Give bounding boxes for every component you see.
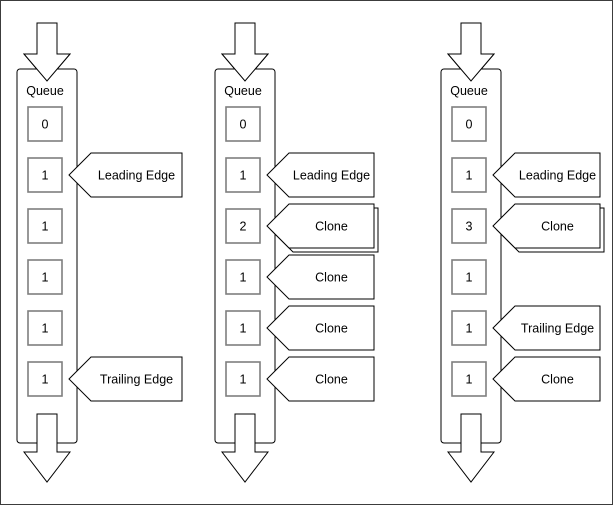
callout-trailing-edge[interactable] <box>492 305 601 351</box>
outflow-arrow-icon <box>220 413 270 483</box>
callout-label: Leading Edge <box>98 169 175 183</box>
queue-cell[interactable] <box>451 361 487 397</box>
queue-cell-value: 1 <box>466 373 473 387</box>
callout-clone[interactable] <box>266 305 375 351</box>
queue-cell[interactable] <box>451 310 487 346</box>
queue-cell[interactable] <box>225 361 261 397</box>
callout-label: Clone <box>315 373 348 387</box>
queue-cell[interactable] <box>451 106 487 142</box>
callout-label: Clone <box>315 220 348 234</box>
outflow-arrow-icon <box>22 413 72 483</box>
queue-cell-value: 0 <box>466 118 473 132</box>
queue-cell[interactable] <box>225 208 261 244</box>
queue-cell-value: 1 <box>42 169 49 183</box>
callout-label: Leading Edge <box>519 169 596 183</box>
queue-cell-value: 1 <box>240 373 247 387</box>
callout-label: Leading Edge <box>293 169 370 183</box>
queue-cell-value: 1 <box>240 169 247 183</box>
queue-cell-value: 1 <box>240 322 247 336</box>
callout-label: Clone <box>541 220 574 234</box>
callout-leading-edge[interactable] <box>266 152 375 198</box>
queue-cell-value: 1 <box>466 322 473 336</box>
queue-cell[interactable] <box>451 157 487 193</box>
queue-cell[interactable] <box>451 259 487 295</box>
callout-clone[interactable] <box>266 203 375 249</box>
callout-clone[interactable] <box>492 203 601 249</box>
queue-cell[interactable] <box>27 106 63 142</box>
queue-cell-value: 1 <box>42 271 49 285</box>
queue-cell-value: 1 <box>466 169 473 183</box>
queue-cell[interactable] <box>225 259 261 295</box>
callout-leading-edge[interactable] <box>492 152 601 198</box>
queue-cell-value: 0 <box>240 118 247 132</box>
queue-cell-value: 1 <box>240 271 247 285</box>
callout-label: Trailing Edge <box>521 322 594 336</box>
callout-trailing-edge[interactable] <box>68 356 183 402</box>
callout-label: Clone <box>315 322 348 336</box>
callout-label: Clone <box>315 271 348 285</box>
callout-clone[interactable] <box>492 356 601 402</box>
queue-cell-value: 1 <box>42 373 49 387</box>
queue-cell-value: 1 <box>42 322 49 336</box>
callout-clone[interactable] <box>266 254 375 300</box>
queue-cell[interactable] <box>27 157 63 193</box>
queue-cell[interactable] <box>27 259 63 295</box>
queue-label: Queue <box>26 84 64 98</box>
queue-cell-value: 1 <box>42 220 49 234</box>
callout-clone[interactable] <box>266 356 375 402</box>
queue-cell-value: 3 <box>466 220 473 234</box>
queue-cell[interactable] <box>27 361 63 397</box>
inflow-arrow-icon-overlay <box>446 22 496 82</box>
queue-cell[interactable] <box>27 310 63 346</box>
queue-label: Queue <box>450 84 488 98</box>
inflow-arrow-icon-overlay <box>22 22 72 82</box>
queue-cell-value: 1 <box>466 271 473 285</box>
queue-cell[interactable] <box>225 310 261 346</box>
queue-cell[interactable] <box>225 157 261 193</box>
queue-cell-value: 0 <box>42 118 49 132</box>
inflow-arrow-icon-overlay <box>220 22 270 82</box>
outflow-arrow-icon <box>446 413 496 483</box>
callout-label: Trailing Edge <box>100 373 173 387</box>
callout-label: Clone <box>541 373 574 387</box>
queue-label: Queue <box>224 84 262 98</box>
queue-cell[interactable] <box>451 208 487 244</box>
callout-leading-edge[interactable] <box>68 152 183 198</box>
queue-cell[interactable] <box>27 208 63 244</box>
queue-cell[interactable] <box>225 106 261 142</box>
queue-cell-value: 2 <box>240 220 247 234</box>
